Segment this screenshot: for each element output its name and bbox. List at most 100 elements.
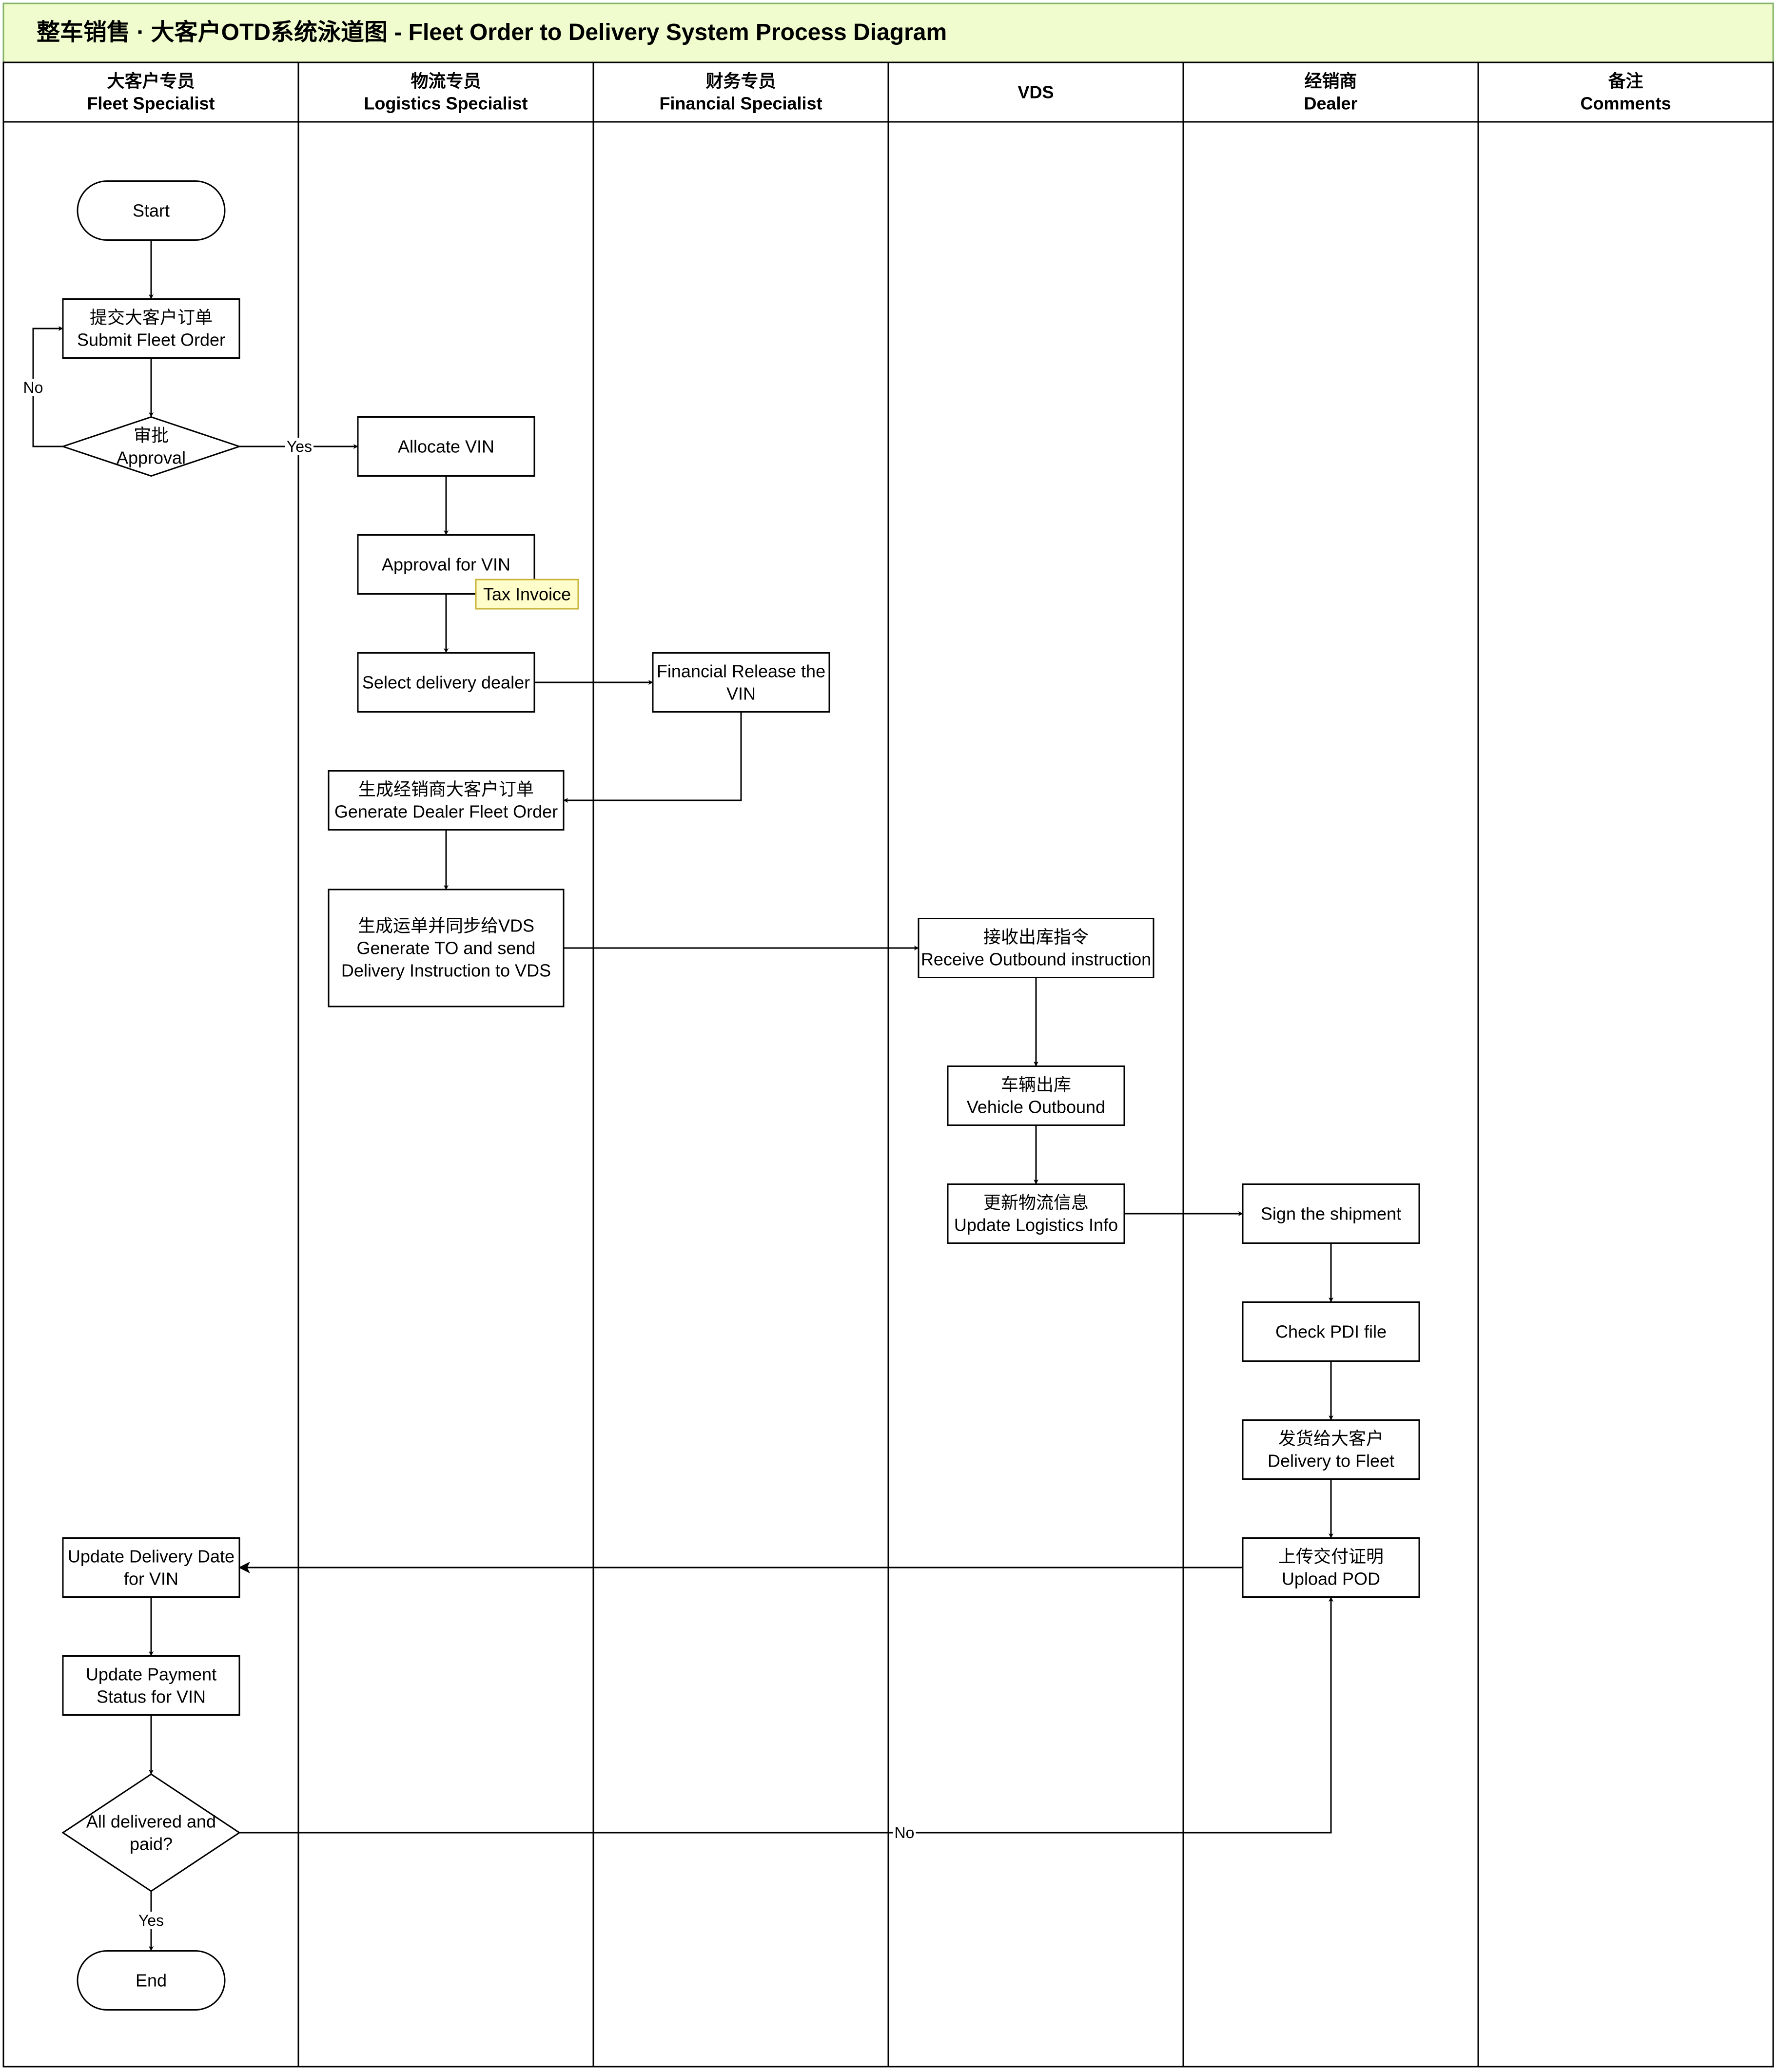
node-allocate-vin: Allocate VIN (357, 416, 535, 477)
all-delivered-paid-label: All delivered and (86, 1812, 216, 1832)
vehicle-outbound-label: Vehicle Outbound (967, 1097, 1105, 1117)
lane-logistics-header-line: 物流专员 (411, 71, 481, 91)
edge-label-bg (285, 438, 314, 455)
node-tax-invoice: Tax Invoice (475, 579, 579, 610)
edge-label-text: Yes (287, 438, 312, 455)
generate-to-shape (328, 889, 565, 1007)
submit-fleet-order-label: Submit Fleet Order (77, 330, 225, 350)
allocate-vin-label: Allocate VIN (398, 437, 494, 457)
sign-shipment-label: Sign the shipment (1261, 1204, 1401, 1224)
edge-label-all-delivered-paid-to-end: Yes (137, 1912, 166, 1929)
tax-invoice-label: Tax Invoice (483, 584, 571, 604)
node-start: Start (77, 180, 226, 241)
generate-to-label: 生成运单并同步给VDS (358, 916, 534, 936)
edges (32, 240, 1333, 1951)
approval-for-vin-shape (357, 534, 535, 595)
upload-pod-label: 上传交付证明 (1278, 1547, 1384, 1567)
delivery-to-fleet-label: 发货给大客户 (1278, 1429, 1384, 1449)
delivery-to-fleet-shape (1242, 1419, 1420, 1480)
receive-outbound-label: 接收出库指令 (983, 927, 1089, 947)
diagram-title: 整车销售 · 大客户OTD系统泳道图 - Fleet Order to Deli… (37, 19, 947, 45)
update-delivery-date-shape (62, 1537, 240, 1598)
edge-label-text: No (23, 379, 43, 396)
lane-fleet-header-line: 大客户专员 (107, 71, 195, 91)
edge-label-approval-to-submit-fleet-order: No (21, 379, 45, 396)
all-delivered-paid-label: paid? (130, 1834, 173, 1854)
delivery-to-fleet-label: Delivery to Fleet (1268, 1451, 1394, 1471)
financial-release-label: Financial Release the (657, 661, 825, 681)
node-end: End (77, 1950, 226, 2011)
generate-dealer-fleet-order-label: Generate Dealer Fleet Order (334, 802, 558, 822)
financial-release-label: VIN (726, 684, 756, 704)
edge-all-delivered-paid-to-upload-pod (239, 1597, 1333, 1834)
edge-label-text: No (895, 1824, 915, 1841)
node-check-pdi: Check PDI file (1242, 1301, 1420, 1362)
update-payment-status-shape (62, 1655, 240, 1716)
node-generate-dealer-fleet-order: 生成经销商大客户订单 Generate Dealer Fleet Order (328, 770, 565, 831)
start-shape (77, 180, 226, 241)
edge-label-all-delivered-paid-to-upload-pod: No (893, 1824, 916, 1841)
lane-comments-header-line: Comments (1580, 94, 1671, 114)
approval-shape (60, 416, 242, 477)
end-shape (77, 1950, 226, 2011)
node-sign-shipment: Sign the shipment (1242, 1183, 1420, 1244)
lane-dealer-header-line: Dealer (1304, 94, 1357, 114)
title-bar: 整车销售 · 大客户OTD系统泳道图 - Fleet Order to Deli… (2, 2, 1774, 63)
lane-financial-header-line: Financial Specialist (659, 94, 822, 114)
node-approval-for-vin: Approval for VIN (357, 534, 535, 595)
lane-comments: 备注 Comments (1477, 61, 1774, 2068)
lane-financial-header-line: 财务专员 (705, 71, 776, 91)
vehicle-outbound-shape (947, 1065, 1125, 1126)
submit-fleet-order-shape (62, 298, 240, 359)
receive-outbound-label: Receive Outbound instruction (921, 949, 1151, 969)
update-payment-status-label: Update Payment (86, 1665, 216, 1685)
approval-for-vin-label: Approval for VIN (382, 555, 510, 575)
lane-financial-frame (592, 61, 889, 2068)
edge-label-approval-to-allocate-vin: Yes (285, 438, 314, 455)
all-delivered-paid-shape (61, 1773, 241, 1892)
lanes: 大客户专员 Fleet Specialist 物流专员 Logistics Speci… (2, 61, 1774, 2068)
edge-label-bg (893, 1824, 916, 1841)
upload-pod-label: Upload POD (1282, 1569, 1380, 1589)
check-pdi-label: Check PDI file (1275, 1322, 1387, 1342)
financial-release-shape (652, 652, 830, 713)
update-delivery-date-label: for VIN (124, 1569, 178, 1589)
generate-to-label: Generate TO and send (357, 938, 536, 958)
select-delivery-dealer-shape (357, 652, 535, 713)
sign-shipment-shape (1242, 1183, 1420, 1244)
lane-logistics-header-line: Logistics Specialist (364, 94, 528, 114)
tax-invoice-shape (475, 579, 579, 610)
vehicle-outbound-label: 车辆出库 (1001, 1075, 1071, 1095)
lane-dealer-header-line: 经销商 (1304, 71, 1357, 91)
update-payment-status-label: Status for VIN (97, 1687, 206, 1707)
lane-comments-frame (1477, 61, 1774, 2068)
lane-fleet-header-line: Fleet Specialist (87, 94, 215, 114)
receive-outbound-shape (918, 918, 1154, 978)
end-label: End (136, 1971, 167, 1991)
generate-to-label: Delivery Instruction to VDS (341, 961, 551, 981)
generate-dealer-fleet-order-label: 生成经销商大客户订单 (358, 779, 534, 799)
update-delivery-date-label: Update Delivery Date (68, 1547, 235, 1567)
edge-label-bg (137, 1912, 166, 1929)
update-logistics-info-label: 更新物流信息 (983, 1193, 1089, 1213)
update-logistics-info-shape (947, 1183, 1125, 1244)
check-pdi-shape (1242, 1301, 1420, 1362)
lane-comments-header-line: 备注 (1608, 71, 1643, 91)
approval-label: 审批 (134, 426, 169, 445)
lane-logistics: 物流专员 Logistics Specialist (297, 61, 594, 2068)
edge-label-text: Yes (138, 1912, 164, 1929)
allocate-vin-shape (357, 416, 535, 477)
lane-logistics-frame (297, 61, 594, 2068)
approval-label: Approval (117, 448, 186, 468)
